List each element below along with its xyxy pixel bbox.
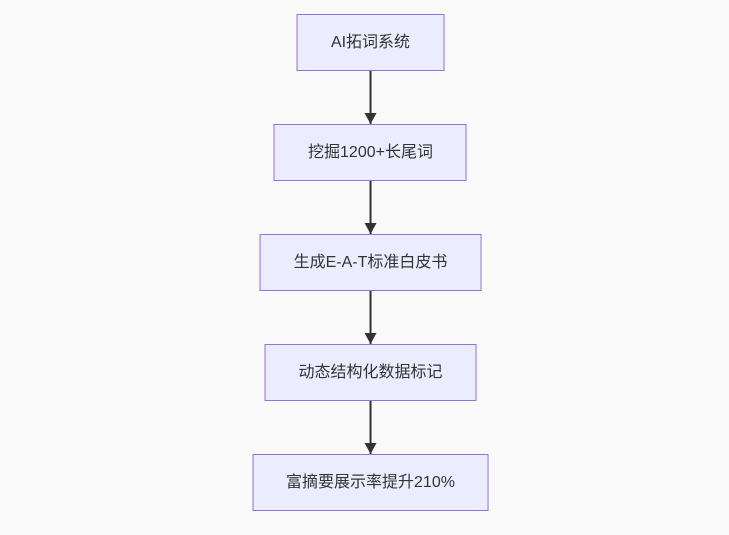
flow-node-structured-data-markup: 动态结构化数据标记 xyxy=(264,344,477,401)
flow-node-rich-snippet-rate: 富摘要展示率提升210% xyxy=(252,454,489,511)
arrow-down-icon xyxy=(364,443,377,454)
flow-edge-2-3 xyxy=(364,181,377,234)
arrow-down-icon xyxy=(364,333,377,344)
flowchart: AI拓词系统 挖掘1200+长尾词 生成E-A-T标准白皮书 动态结构化数据标记… xyxy=(252,14,489,511)
flow-edge-4-5 xyxy=(364,401,377,454)
arrow-down-icon xyxy=(364,113,377,124)
flow-node-eat-whitepaper: 生成E-A-T标准白皮书 xyxy=(259,234,482,291)
flow-node-ai-word-system: AI拓词系统 xyxy=(296,14,445,71)
flow-node-longtail-keywords: 挖掘1200+长尾词 xyxy=(274,124,467,181)
flow-edge-1-2 xyxy=(364,71,377,124)
arrow-down-icon xyxy=(364,223,377,234)
flow-edge-3-4 xyxy=(364,291,377,344)
